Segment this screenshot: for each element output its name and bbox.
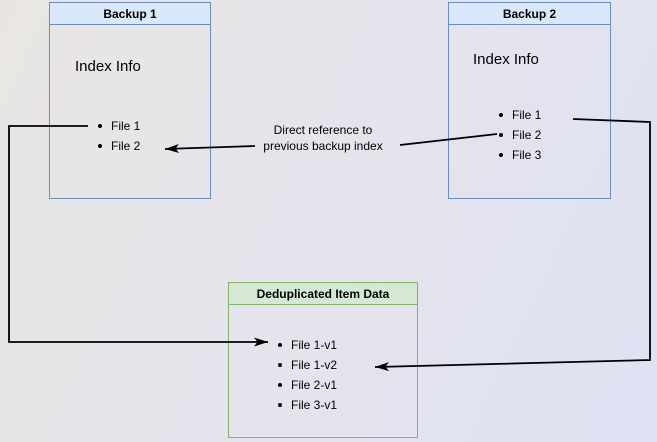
annotation-line-2: previous backup index <box>263 139 383 153</box>
bullet-icon <box>499 113 503 117</box>
backup1-file-item: File 1 <box>98 116 140 136</box>
backup1-title: Backup 1 <box>50 3 210 25</box>
bullet-icon <box>499 153 503 157</box>
file-label: File 2-v1 <box>291 378 338 392</box>
direct-reference-annotation: Direct reference to previous backup inde… <box>231 122 415 154</box>
file-label: File 2 <box>111 139 141 153</box>
file-label: File 2 <box>512 128 542 142</box>
backup2-file-item: File 1 <box>499 105 541 125</box>
annotation-line-1: Direct reference to <box>273 123 373 137</box>
backup2-file-item: File 2 <box>499 125 541 145</box>
bullet-icon <box>278 363 282 367</box>
bullet-icon <box>278 403 282 407</box>
dedup-title: Deduplicated Item Data <box>229 283 417 305</box>
backup2-file-item: File 3 <box>499 145 541 165</box>
file-label: File 3 <box>512 148 542 162</box>
backup1-box: Backup 1 <box>49 2 211 199</box>
backup2-index-info-label: Index Info <box>473 51 539 68</box>
bullet-icon <box>278 383 282 387</box>
bullet-icon <box>278 343 282 347</box>
dedup-file-item: File 3-v1 <box>278 395 337 415</box>
dedup-file-item: File 1-v2 <box>278 355 337 375</box>
file-label: File 1-v1 <box>291 338 338 352</box>
dedup-box: Deduplicated Item Data <box>228 282 418 438</box>
file-label: File 1 <box>512 108 542 122</box>
backup2-title: Backup 2 <box>449 3 610 25</box>
file-label: File 3-v1 <box>291 398 338 412</box>
bullet-icon <box>499 133 503 137</box>
dedup-file-item: File 1-v1 <box>278 335 337 355</box>
bullet-icon <box>98 144 102 148</box>
dedup-file-list: File 1-v1 File 1-v2 File 2-v1 File 3-v1 <box>278 335 337 415</box>
backup2-box: Backup 2 <box>448 2 611 199</box>
backup1-file-list: File 1 File 2 <box>98 116 140 156</box>
backup1-file-item: File 2 <box>98 136 140 156</box>
backup2-file-list: File 1 File 2 File 3 <box>499 105 541 165</box>
bullet-icon <box>98 124 102 128</box>
file-label: File 1-v2 <box>291 358 338 372</box>
file-label: File 1 <box>111 119 141 133</box>
backup1-index-info-label: Index Info <box>75 58 141 75</box>
dedup-file-item: File 2-v1 <box>278 375 337 395</box>
